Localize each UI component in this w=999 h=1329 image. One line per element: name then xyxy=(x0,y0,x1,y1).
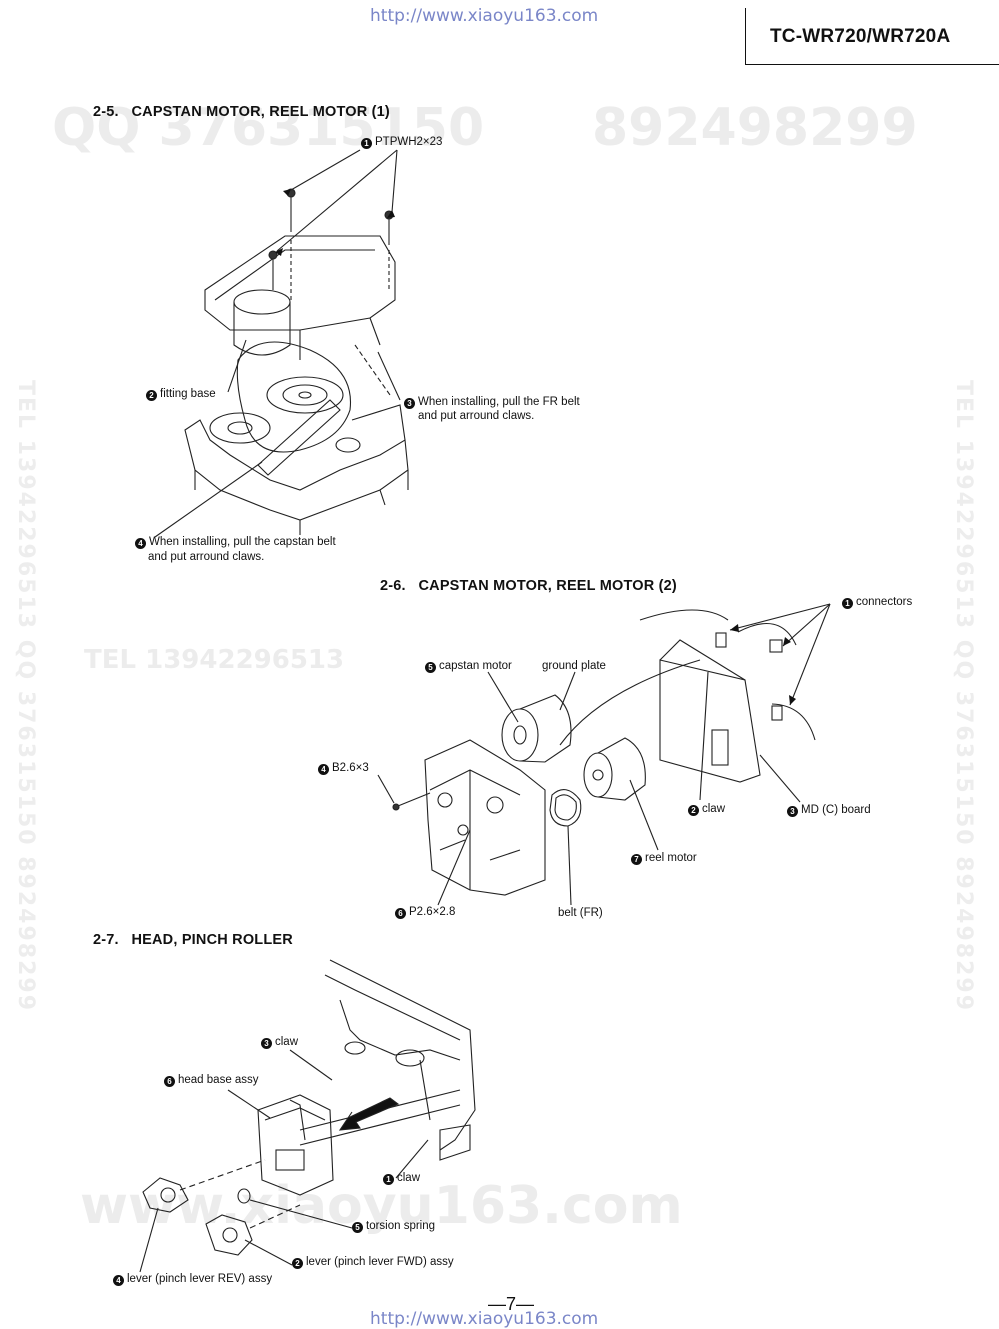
header-url[interactable]: http://www.xiaoyu163.com xyxy=(370,6,599,26)
model-title: TC-WR720/WR720A xyxy=(770,26,951,47)
watermark-tel: TEL 13942296513 xyxy=(84,645,345,675)
label-fr-belt-line2: and put arround claws. xyxy=(418,410,535,422)
section-heading-2-5: 2-5. CAPSTAN MOTOR, REEL MOTOR (1) xyxy=(93,104,390,120)
label-ground-plate: ground plate xyxy=(542,660,606,672)
section-heading-2-7: 2-7. HEAD, PINCH ROLLER xyxy=(93,932,293,948)
page-number: —7— xyxy=(488,1294,535,1314)
model-box xyxy=(745,8,999,65)
watermark-phone: 892498299 xyxy=(592,98,918,158)
label-belt-fr: belt (FR) xyxy=(558,907,603,919)
label-capstan-belt-line2: and put arround claws. xyxy=(148,551,265,563)
footer-url[interactable]: http://www.xiaoyu163.com xyxy=(370,1309,599,1329)
watermark-qq: QQ 376315150 xyxy=(52,98,485,158)
section-heading-2-6: 2-6. CAPSTAN MOTOR, REEL MOTOR (2) xyxy=(380,578,677,594)
